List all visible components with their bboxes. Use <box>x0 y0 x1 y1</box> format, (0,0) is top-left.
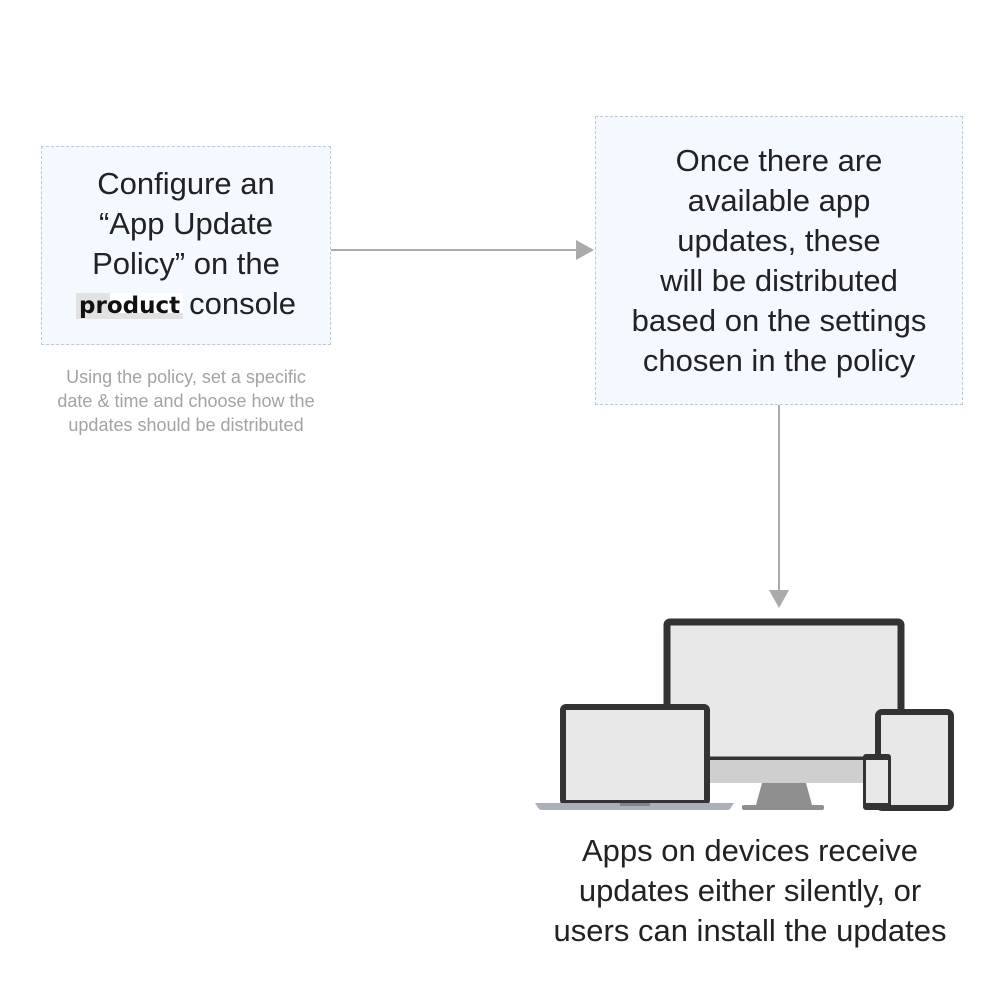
caption-line: updates should be distributed <box>68 415 304 435</box>
step1-box: Configure an “App Update Policy” on the … <box>41 146 331 345</box>
step1-text-console: console <box>189 286 296 321</box>
step1-text-line: Policy” on the <box>92 246 280 281</box>
step1-text-line: “App Update <box>98 206 274 241</box>
step1-text-line: Configure an <box>97 166 275 201</box>
step3-text: Apps on devices receive updates either s… <box>520 831 980 951</box>
step2-text-line: updates, these <box>677 222 881 258</box>
product-name-label: product <box>76 293 184 319</box>
step3-text-line: updates either silently, or <box>578 873 922 908</box>
caption-line: date & time and choose how the <box>57 391 315 411</box>
step2-text-line: available app <box>687 182 871 218</box>
step2-text-line: will be distributed <box>660 262 898 298</box>
step3-text-line: Apps on devices receive <box>581 833 919 868</box>
caption-line: Using the policy, set a specific <box>66 367 306 387</box>
smartphone-icon <box>863 754 891 810</box>
step2-text-line: Once there are <box>675 142 883 178</box>
step2-text-line: based on the settings <box>631 302 927 338</box>
arrow-step1-to-step2 <box>331 240 594 260</box>
step2-box: Once there are available app updates, th… <box>595 116 963 405</box>
step2-text-line: chosen in the policy <box>642 342 916 378</box>
laptop-icon <box>535 704 734 810</box>
step3-text-line: users can install the updates <box>553 913 947 948</box>
arrow-step2-to-devices <box>769 405 789 608</box>
step1-caption: Using the policy, set a specific date & … <box>28 365 344 437</box>
